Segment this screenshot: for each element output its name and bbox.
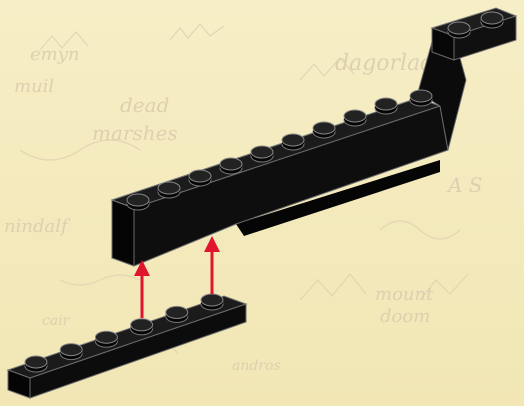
upper-stud (220, 158, 242, 174)
upper-stud (127, 194, 149, 210)
upper-stud (344, 110, 366, 126)
upper-stud (375, 98, 397, 114)
lower-stud (166, 306, 188, 322)
upper-brick-end (112, 200, 134, 266)
lower-stud (95, 331, 117, 347)
upper-stud (189, 170, 211, 186)
upper-stud (410, 90, 432, 106)
lower-plate (8, 294, 246, 398)
assembly-arrow-right (204, 236, 220, 294)
upper-brick (112, 8, 516, 266)
riser-stud (448, 22, 470, 38)
lower-stud (201, 294, 223, 310)
lower-stud (131, 319, 153, 335)
upper-stud (251, 146, 273, 162)
lower-stud (60, 344, 82, 360)
lower-stud (25, 356, 47, 372)
upper-stud (313, 122, 335, 138)
upper-stud (282, 134, 304, 150)
upper-stud (158, 182, 180, 198)
assembly-arrow-left (134, 260, 150, 318)
riser-stud (481, 12, 503, 28)
